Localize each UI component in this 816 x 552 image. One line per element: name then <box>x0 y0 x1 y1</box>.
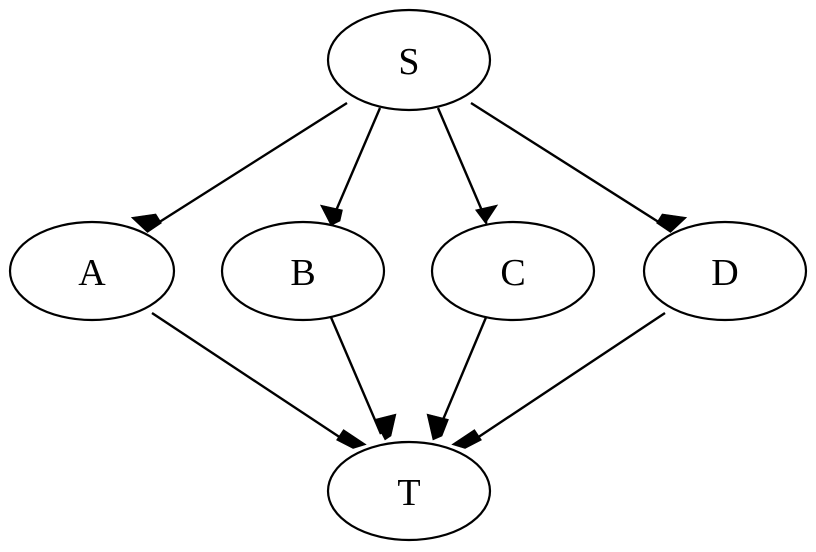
node-t-label: T <box>397 472 420 514</box>
edge-s-d-arrowhead <box>656 213 688 233</box>
node-b-label: B <box>290 252 315 294</box>
edge-d-t-arrowhead <box>451 429 482 449</box>
node-b-ellipse <box>220 220 386 322</box>
edge-s-a[interactable] <box>130 101 348 233</box>
edge-s-c-arrowhead <box>474 204 499 227</box>
edge-s-c[interactable] <box>436 107 499 227</box>
node-d-ellipse <box>642 220 808 322</box>
edge-b-t-line <box>328 314 383 435</box>
edge-s-b[interactable] <box>319 107 382 226</box>
edge-d-t[interactable] <box>451 312 666 449</box>
edge-s-a-line <box>149 101 348 230</box>
node-b[interactable]: B <box>220 220 386 322</box>
node-a-label: A <box>78 252 106 294</box>
node-a[interactable]: A <box>8 220 176 322</box>
node-s-label: S <box>398 41 419 83</box>
node-s-ellipse <box>326 8 492 112</box>
node-a-ellipse <box>8 220 176 322</box>
edge-a-t[interactable] <box>151 311 367 449</box>
edge-b-t[interactable] <box>328 314 397 441</box>
node-d[interactable]: D <box>642 220 808 322</box>
edge-s-a-arrowhead <box>130 213 162 233</box>
edge-a-t-arrowhead <box>336 429 367 449</box>
edge-a-t-line <box>151 311 351 446</box>
edge-s-b-line <box>330 107 382 221</box>
node-d-label: D <box>711 252 738 294</box>
edge-c-t[interactable] <box>426 314 489 441</box>
node-c-label: C <box>500 252 525 294</box>
node-s[interactable]: S <box>326 8 492 112</box>
node-c-ellipse <box>430 220 596 322</box>
node-t[interactable]: T <box>326 440 492 542</box>
node-c[interactable]: C <box>430 220 596 322</box>
edge-s-d-line <box>470 101 669 230</box>
edge-s-b-arrowhead <box>319 204 343 226</box>
edge-d-t-line <box>467 312 666 445</box>
edge-s-d[interactable] <box>470 101 688 233</box>
node-t-ellipse <box>326 440 492 542</box>
edge-c-t-arrowhead <box>426 413 449 441</box>
edge-c-t-line <box>435 314 489 435</box>
edge-b-t-arrowhead <box>374 413 397 441</box>
edge-s-c-line <box>436 107 488 221</box>
